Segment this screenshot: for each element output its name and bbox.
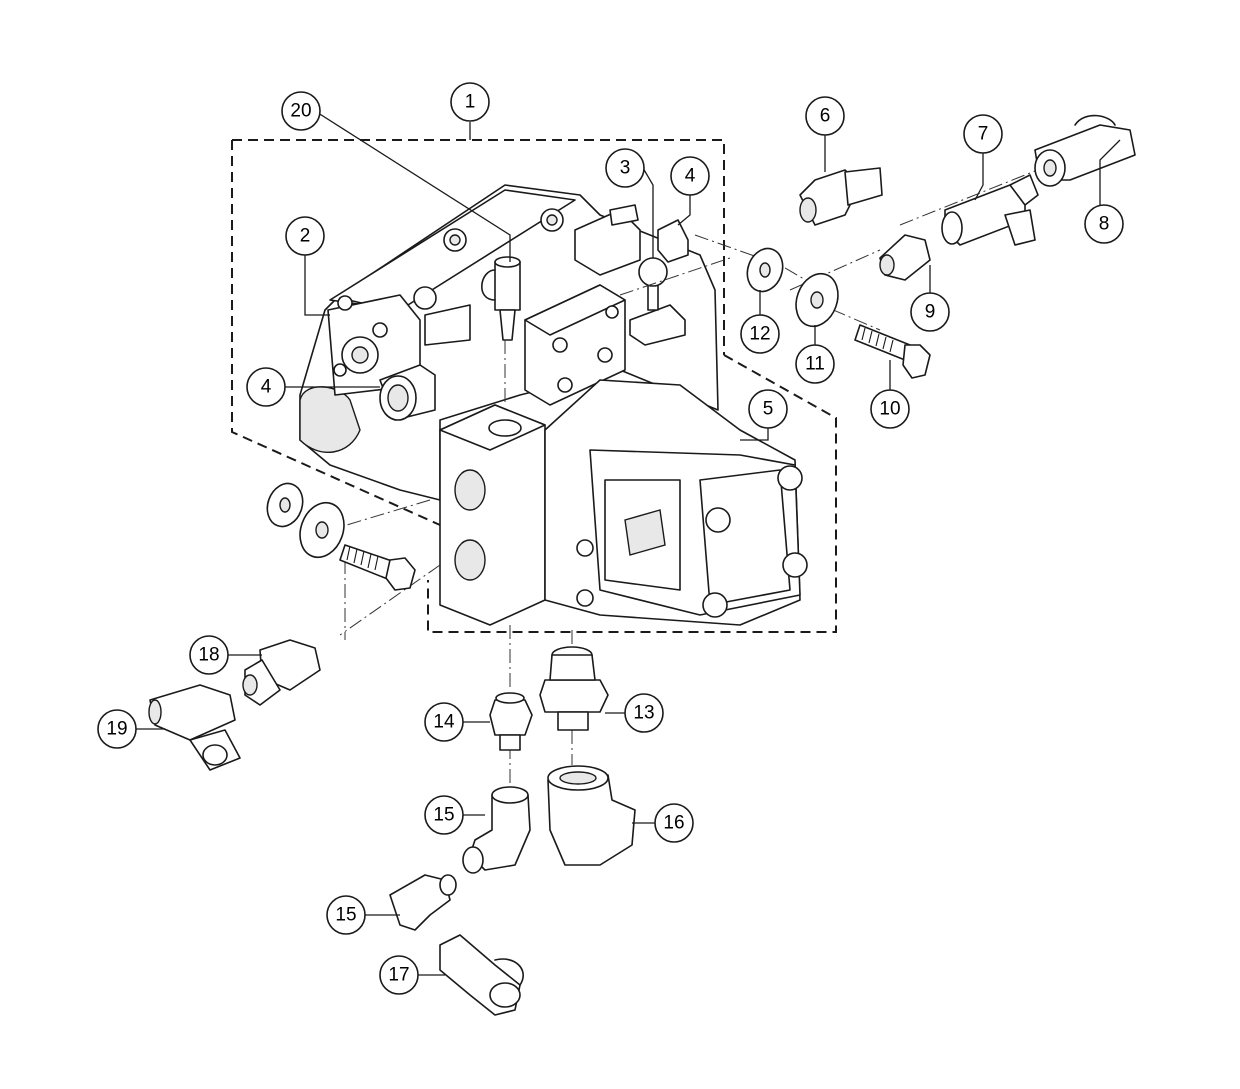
callout-8: 8 (1084, 204, 1124, 244)
assembly-boundary-5 (427, 354, 837, 633)
svg-text:13: 13 (633, 703, 654, 724)
callout-15-upper: 15 (424, 795, 464, 835)
callout-17: 17 (379, 955, 419, 995)
callout-4-top: 4 (670, 156, 710, 196)
plug-fitting-top (657, 219, 689, 263)
svg-text:20: 20 (290, 101, 311, 122)
elbow-fitting-15-lower (389, 874, 457, 931)
callout-15-lower: 15 (326, 895, 366, 935)
callout-5: 5 (748, 389, 788, 429)
callout-12: 12 (740, 314, 780, 354)
callout-13: 13 (624, 693, 664, 733)
callout-10: 10 (870, 389, 910, 429)
elbow-fitting-8 (1034, 114, 1136, 187)
svg-text:19: 19 (106, 719, 127, 740)
callout-6: 6 (805, 96, 845, 136)
bolt-10 (854, 324, 931, 379)
nipple-fitting-9 (879, 234, 931, 281)
washer-11 (795, 272, 839, 328)
plug-fitting-left (379, 364, 436, 421)
svg-text:17: 17 (388, 965, 409, 986)
union-fitting-18 (242, 639, 321, 706)
callout-2: 2 (285, 216, 325, 256)
washer-left-small (266, 482, 304, 528)
svg-text:7: 7 (978, 124, 989, 145)
svg-text:10: 10 (879, 399, 900, 420)
svg-text:4: 4 (261, 377, 272, 398)
callout-3: 3 (605, 148, 645, 188)
callout-leaders (136, 110, 1121, 976)
svg-text:12: 12 (749, 324, 770, 345)
tee-fitting-7 (941, 174, 1039, 246)
elbow-fitting-15-upper (462, 786, 531, 874)
nipple-fitting-14 (489, 692, 533, 751)
callout-11: 11 (795, 344, 835, 384)
manifold-block (439, 404, 546, 626)
callout-4-left: 4 (246, 367, 286, 407)
svg-text:15: 15 (433, 805, 454, 826)
elbow-fitting-16 (547, 765, 636, 866)
svg-text:1: 1 (465, 92, 476, 113)
union-fitting-6 (799, 167, 883, 226)
assembly-center-lines (329, 164, 1051, 790)
svg-text:16: 16 (663, 813, 684, 834)
callout-14: 14 (424, 702, 464, 742)
elbow-fitting-19 (148, 684, 241, 771)
svg-text:3: 3 (620, 158, 631, 179)
svg-text:8: 8 (1099, 214, 1110, 235)
hydraulic-pump-body (299, 184, 719, 501)
callout-19: 19 (97, 709, 137, 749)
reducer-fitting-13 (539, 646, 609, 731)
svg-text:18: 18 (198, 645, 219, 666)
svg-text:6: 6 (820, 106, 831, 127)
elbow-fitting-17 (439, 934, 524, 1016)
assembly-boundary-1 (231, 139, 725, 526)
svg-text:9: 9 (925, 302, 936, 323)
callout-1: 1 (450, 82, 490, 122)
svg-text:14: 14 (433, 712, 455, 733)
gear-pump-housing (544, 379, 808, 626)
callout-18: 18 (189, 635, 229, 675)
gauge-port-fitting (481, 256, 521, 341)
callout-7: 7 (963, 114, 1003, 154)
callout-9: 9 (910, 292, 950, 332)
washer-left-large (299, 501, 345, 559)
svg-text:5: 5 (763, 399, 774, 420)
svg-text:4: 4 (685, 166, 696, 187)
svg-text:2: 2 (300, 226, 311, 247)
control-valve-block (524, 284, 626, 406)
bolt-left (339, 544, 416, 591)
washer-12 (746, 247, 784, 293)
svg-text:11: 11 (805, 354, 825, 375)
callout-20: 20 (281, 91, 321, 131)
callout-16: 16 (654, 803, 694, 843)
svg-text:15: 15 (335, 905, 356, 926)
